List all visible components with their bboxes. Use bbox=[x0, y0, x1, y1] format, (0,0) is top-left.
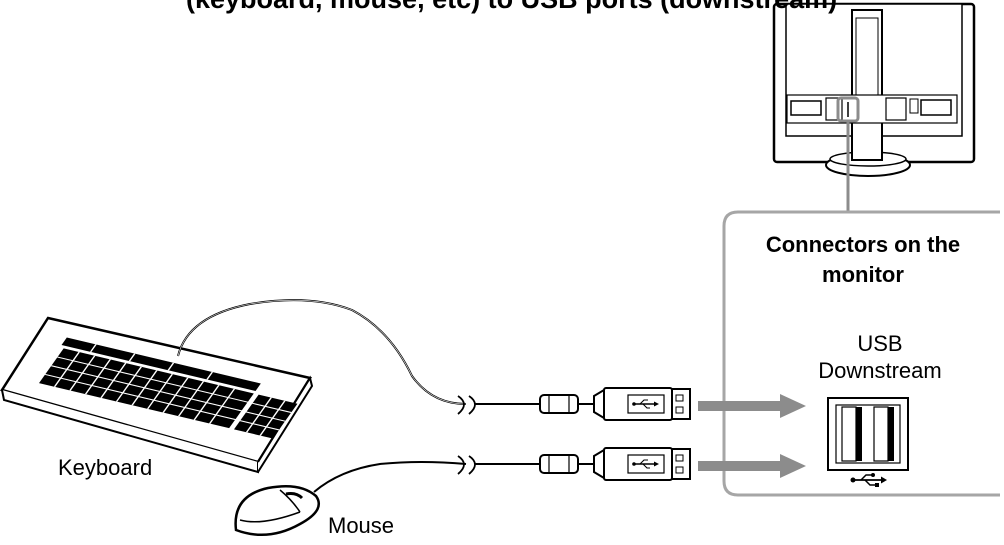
mouse-cable bbox=[313, 455, 540, 493]
panel-title-line2: monitor bbox=[822, 262, 904, 287]
keyboard-cable bbox=[177, 299, 540, 415]
keyboard-label: Keyboard bbox=[58, 455, 153, 480]
usb-icon bbox=[850, 473, 887, 487]
monitor-rear-illustration bbox=[772, 2, 976, 177]
mouse-label: Mouse bbox=[328, 513, 395, 538]
arrow-mouse bbox=[698, 454, 806, 478]
usb-plug-mouse bbox=[539, 447, 691, 481]
keyboard-illustration bbox=[0, 316, 314, 474]
header-text: (keyboard, mouse, etc) to USB ports (dow… bbox=[186, 0, 837, 15]
usb-downstream-port bbox=[827, 397, 909, 471]
usb-port-label-line1: USB bbox=[857, 331, 903, 356]
usb-port-label: USB Downstream bbox=[790, 330, 970, 384]
connector-panel-frame bbox=[722, 210, 1000, 497]
mouse-illustration bbox=[234, 485, 320, 536]
arrow-keyboard bbox=[698, 394, 806, 418]
panel-title-line1: Connectors on the bbox=[765, 232, 961, 257]
usb-plug-keyboard bbox=[539, 387, 691, 421]
usb-port-label-line2: Downstream bbox=[818, 358, 942, 383]
connector-panel-title: Connectors on the monitor bbox=[728, 230, 998, 290]
